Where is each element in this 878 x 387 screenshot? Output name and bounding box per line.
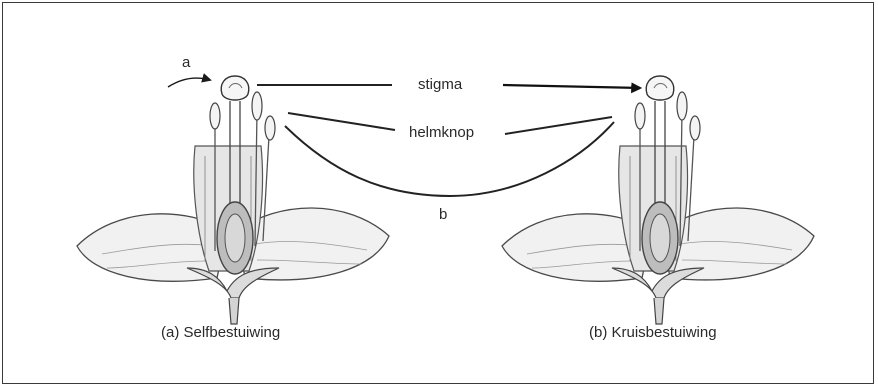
caption-cross-pollination: (b) Kruisbestuiwing — [589, 325, 717, 340]
label-a: a — [182, 55, 190, 70]
arrow-a — [168, 78, 210, 87]
cross-pollination-flower — [502, 76, 814, 324]
anther-leader-left — [288, 113, 395, 130]
label-anther: helmknop — [406, 125, 477, 140]
anther-leader-right — [505, 117, 612, 134]
label-stigma: stigma — [415, 77, 465, 92]
self-pollination-flower — [77, 76, 389, 324]
stigma-leader-right — [503, 85, 640, 88]
caption-self-pollination: (a) Selfbestuiwing — [161, 325, 280, 340]
label-b: b — [439, 207, 447, 222]
